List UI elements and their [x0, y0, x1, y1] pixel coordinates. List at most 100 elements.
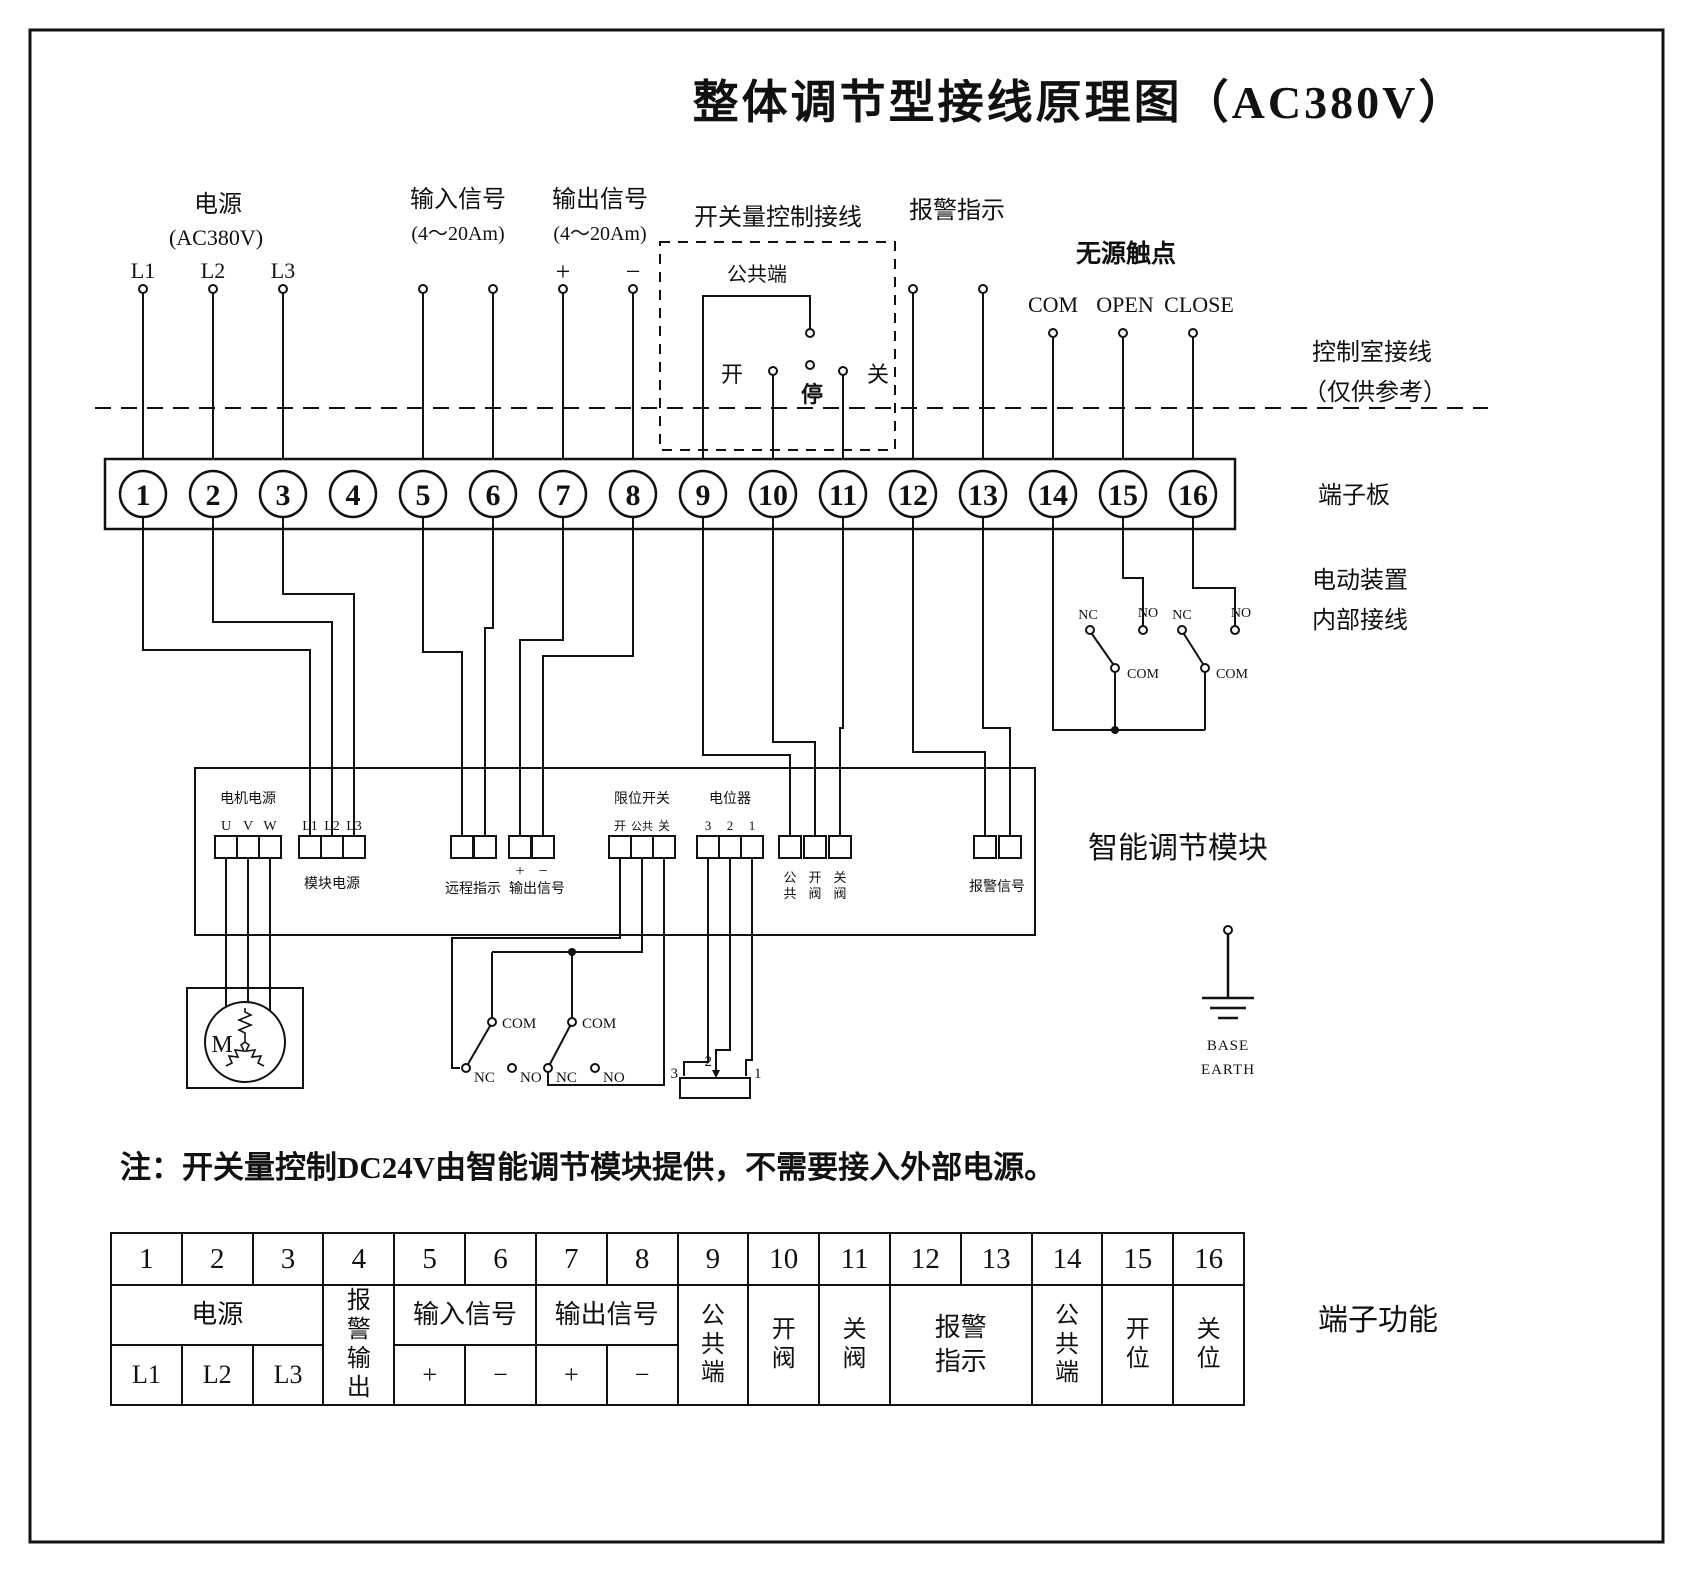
module-term-remote-2 [473, 835, 497, 859]
motor-windings [225, 1008, 265, 1067]
note-text: 注：开关量控制DC24V由智能调节模块提供，不需要接入外部电源。 [120, 1150, 1055, 1185]
switch2-nc-label: NC [1172, 608, 1191, 623]
valve-com-char1: 公 [783, 870, 796, 885]
limit-open-label: 开 [614, 819, 626, 833]
svg-text:12: 12 [898, 479, 928, 512]
wire-common-bracket [702, 295, 811, 471]
pot-3-label: 3 [671, 1066, 679, 1082]
common-terminal-label: 公共端 [727, 263, 787, 286]
module-term-pot-1 [740, 835, 764, 859]
limitA-com-label: COM [502, 1016, 536, 1032]
wire-pot3 [683, 858, 709, 1076]
switch2-nc-contact [1177, 625, 1187, 635]
terminal-4: 4 [328, 469, 378, 519]
ml2-label: L2 [324, 819, 340, 834]
module-term-valve-close [828, 835, 852, 859]
svg-text:11: 11 [829, 479, 857, 512]
switch1-no-label: NO [1138, 606, 1158, 621]
u-label: U [221, 819, 231, 834]
tf-num-8: 8 [605, 1232, 679, 1286]
limitB-com-label: COM [582, 1016, 616, 1032]
svg-text:8: 8 [626, 479, 641, 512]
valve-com-char2: 共 [783, 886, 796, 901]
module-term-w [258, 835, 282, 859]
switch2-com-label: COM [1216, 667, 1248, 682]
limitB-nc-label: NC [556, 1070, 577, 1086]
tf-l2: L2 [180, 1344, 254, 1406]
w-label: W [263, 819, 277, 834]
tf-alarm-output: 报警输出 [322, 1284, 396, 1406]
control-room-ref-label: （仅供参考） [1303, 379, 1447, 406]
pot-wiper-arrow [712, 1070, 720, 1078]
wire-t9 [702, 517, 791, 836]
ground-base-label: BASE [1207, 1038, 1249, 1054]
tf-out-plus: + [534, 1344, 608, 1406]
switch2-no-label: NO [1231, 606, 1251, 621]
motor-m-label: M [211, 1032, 232, 1058]
wire-t6 [484, 517, 494, 836]
valve-open-char2: 阀 [808, 886, 821, 901]
limitB-no-label: NO [603, 1070, 625, 1086]
output-minus-label: − [626, 257, 641, 286]
remote-indication-label: 远程指示 [445, 881, 501, 897]
control-room-label: 控制室接线 [1312, 339, 1432, 366]
switch2-com-contact [1200, 663, 1210, 673]
limitA-nc-contact [461, 1063, 471, 1073]
module-term-pot-3 [696, 835, 720, 859]
wiring-module-bottom [225, 858, 753, 1086]
ground-earth-label: EARTH [1201, 1062, 1255, 1078]
terminal-8: 8 [608, 469, 658, 519]
wire-t1-l1 [142, 517, 311, 836]
table-detail-row: L1 L2 L3 + − + − [110, 1344, 1244, 1406]
valve-open-char1: 开 [808, 870, 821, 885]
alarm-signal-label: 报警信号 [969, 879, 1025, 895]
svg-text:14: 14 [1038, 479, 1068, 512]
dry-open-label: OPEN [1096, 292, 1154, 317]
tf-num-5: 5 [393, 1232, 467, 1286]
svg-text:16: 16 [1178, 479, 1208, 512]
svg-text:13: 13 [968, 479, 998, 512]
tf-power: 电源 [109, 1284, 325, 1346]
terminal-board-label: 端子板 [1318, 482, 1390, 509]
wire-pot2 [715, 858, 731, 1072]
terminal-9: 9 [678, 469, 728, 519]
table-function-row: 电源 报警输出 输入信号 输出信号 公共端 开阀 关阀 报警指示 公共端 开位 … [109, 1284, 1245, 1406]
module-term-out-minus [531, 835, 555, 859]
tf-num-7: 7 [534, 1232, 608, 1286]
switch-control-dashed-box [659, 241, 896, 451]
tf-close-position: 关位 [1172, 1284, 1245, 1406]
tf-num-9: 9 [676, 1232, 750, 1286]
module-power-label: 模块电源 [304, 876, 360, 892]
terminal-2: 2 [188, 469, 238, 519]
module-term-limit-com [630, 835, 654, 859]
module-term-alarm-2 [998, 835, 1022, 859]
table-number-row: 1 2 3 4 5 6 7 8 9 10 11 12 13 14 15 16 [110, 1232, 1245, 1286]
module-term-valve-open [803, 835, 827, 859]
tf-num-14: 14 [1030, 1232, 1104, 1286]
ml3-label: L3 [346, 819, 362, 834]
tf-num-6: 6 [464, 1232, 537, 1286]
tf-common-2: 公共端 [1030, 1284, 1104, 1406]
close-button-label: 关 [867, 362, 889, 387]
limitA-no-contact [507, 1063, 517, 1073]
tf-num-10: 10 [747, 1232, 821, 1286]
module-term-pot-2 [718, 835, 742, 859]
limitB-com-contact [567, 1017, 577, 1027]
ground-symbol: BASE EARTH [1201, 925, 1255, 1078]
valve-close-char2: 阀 [833, 886, 846, 901]
switch-control-label: 开关量控制接线 [694, 204, 862, 231]
tf-close-valve: 关阀 [818, 1284, 891, 1406]
phase-l3-label: L3 [271, 258, 295, 283]
power-label: 电源 [194, 191, 242, 218]
junction-dot-limit-com [568, 948, 576, 956]
power-voltage-label: (AC380V) [169, 225, 263, 250]
wiring-top [142, 293, 1194, 471]
wire-t12 [912, 517, 986, 836]
module-out-plus: + [515, 863, 524, 880]
tf-num-1: 1 [110, 1232, 183, 1286]
switch1-nc-contact [1085, 625, 1095, 635]
module-out-signal-label: 输出信号 [509, 881, 565, 897]
switch1-com-contact [1110, 663, 1120, 673]
svg-text:1: 1 [136, 479, 151, 512]
page-title: 整体调节型接线原理图（AC380V） [693, 77, 1468, 128]
